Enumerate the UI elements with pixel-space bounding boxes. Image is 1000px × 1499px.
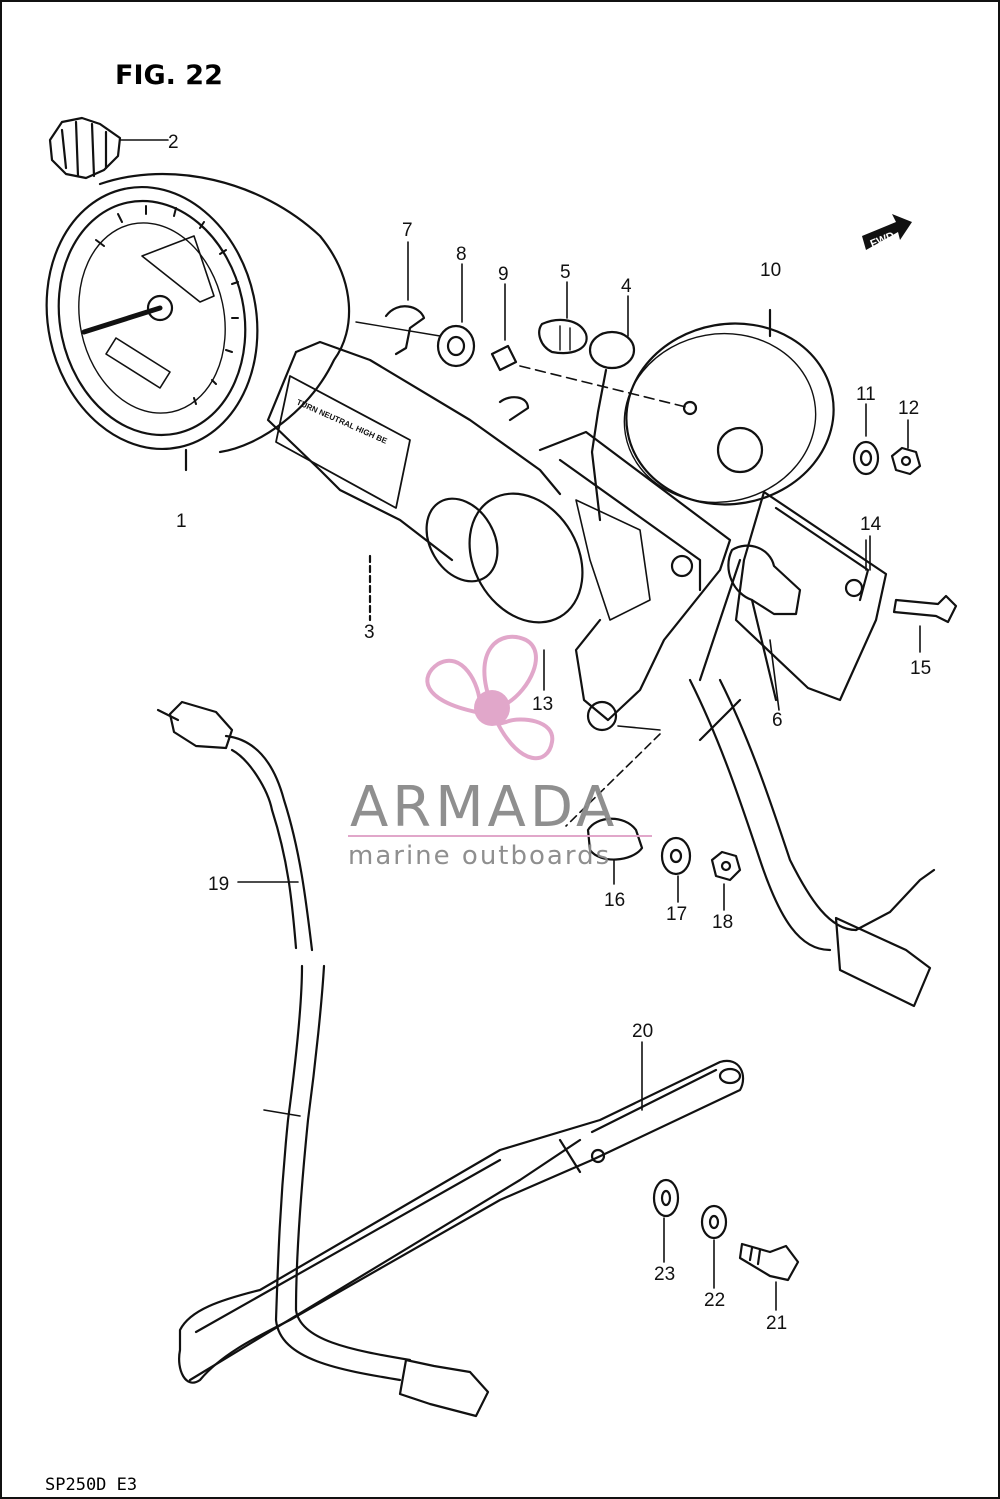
part-12-nut	[890, 446, 922, 476]
part-8-grommet	[436, 324, 476, 368]
part-22-lock-washer	[700, 1204, 728, 1240]
part-label-6: 6	[772, 710, 783, 731]
figure-title: FIG. 22	[115, 60, 223, 91]
part-15-bolt	[892, 594, 958, 624]
part-label-14: 14	[860, 514, 882, 535]
part-label-9: 9	[498, 264, 509, 285]
part-label-10: 10	[760, 260, 781, 281]
watermark-brand: ARMADA	[350, 775, 618, 840]
part-label-1: 1	[176, 511, 187, 532]
propeller-logo-icon	[425, 634, 555, 761]
part-19-speedometer-cable	[156, 700, 490, 1418]
part-label-20: 20	[632, 1021, 653, 1042]
forward-arrow-icon: FWD	[862, 214, 912, 250]
part-2-connector-nut	[48, 116, 122, 180]
part-18-nut	[710, 850, 742, 882]
part-label-22: 22	[704, 1290, 725, 1311]
part-label-3: 3	[364, 622, 375, 643]
leader-lines	[119, 139, 921, 1311]
part-13-bracket	[498, 396, 732, 732]
watermark-tagline: marine outboards	[348, 841, 611, 871]
part-label-17: 17	[666, 904, 687, 925]
part-5-bulb	[538, 318, 588, 355]
part-number-labels: 2 1 7 8 9 5 4 10 11 12 14 15 3 13 6 16 1…	[168, 132, 931, 1334]
part-label-18: 18	[712, 912, 733, 933]
part-label-4: 4	[621, 276, 632, 297]
part-label-11: 11	[856, 384, 876, 405]
part-label-21: 21	[766, 1313, 787, 1334]
part-11-washer	[852, 440, 880, 476]
part-label-7: 7	[402, 220, 413, 241]
model-code: SP250D E3	[45, 1475, 137, 1495]
wire-harness	[688, 558, 936, 1008]
part-3-indicator-housing	[266, 340, 584, 624]
part-16-grommet	[586, 817, 644, 861]
part-label-8: 8	[456, 244, 467, 265]
part-14-sub-bracket	[734, 490, 888, 702]
part-9-spacer	[490, 344, 518, 372]
watermark: ARMADA marine outboards	[348, 634, 652, 871]
part-label-2: 2	[168, 132, 179, 153]
part-label-5: 5	[560, 262, 571, 283]
part-10-meter-case	[623, 308, 835, 506]
part-label-16: 16	[604, 890, 625, 911]
part-6-bulb-socket	[727, 544, 802, 702]
part-label-12: 12	[898, 398, 919, 419]
part-label-19: 19	[208, 874, 229, 895]
part-21-bolt	[738, 1242, 800, 1282]
part-7-clip	[355, 305, 441, 356]
part-label-15: 15	[910, 658, 931, 679]
part-20-meter-stay	[178, 1059, 745, 1384]
part-label-23: 23	[654, 1264, 675, 1285]
part-23-washer	[652, 1178, 680, 1218]
part-1-speedometer	[45, 173, 351, 472]
part-17-washer	[660, 836, 692, 876]
part-label-13: 13	[532, 694, 553, 715]
